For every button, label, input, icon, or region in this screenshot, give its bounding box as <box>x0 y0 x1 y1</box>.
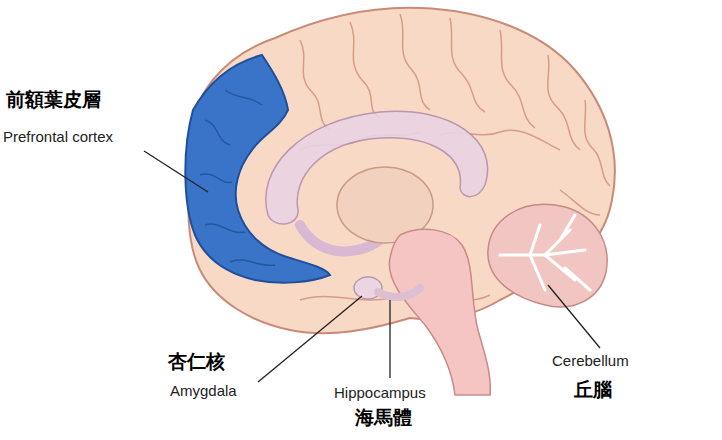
chinese-label: 杏仁核 <box>168 350 225 373</box>
hippocampus <box>378 288 420 297</box>
english-label: Prefrontal cortex <box>3 128 113 146</box>
leader-line <box>144 151 208 192</box>
arbor-vitae <box>500 215 590 290</box>
english-label: Cerebellum <box>552 352 629 370</box>
cerebellum <box>488 204 607 307</box>
prefrontal-gyri <box>200 90 275 265</box>
leader-line <box>548 285 600 348</box>
leader-line <box>258 296 362 382</box>
chinese-label: 丘腦 <box>574 378 612 401</box>
english-label: Amygdala <box>170 382 237 400</box>
brainstem <box>389 229 490 395</box>
leader-lines <box>144 151 600 382</box>
english-label: Hippocampus <box>334 384 426 402</box>
chinese-label: 前額葉皮層 <box>6 88 101 111</box>
chinese-label: 海馬體 <box>355 406 412 429</box>
leader-line <box>389 300 390 378</box>
